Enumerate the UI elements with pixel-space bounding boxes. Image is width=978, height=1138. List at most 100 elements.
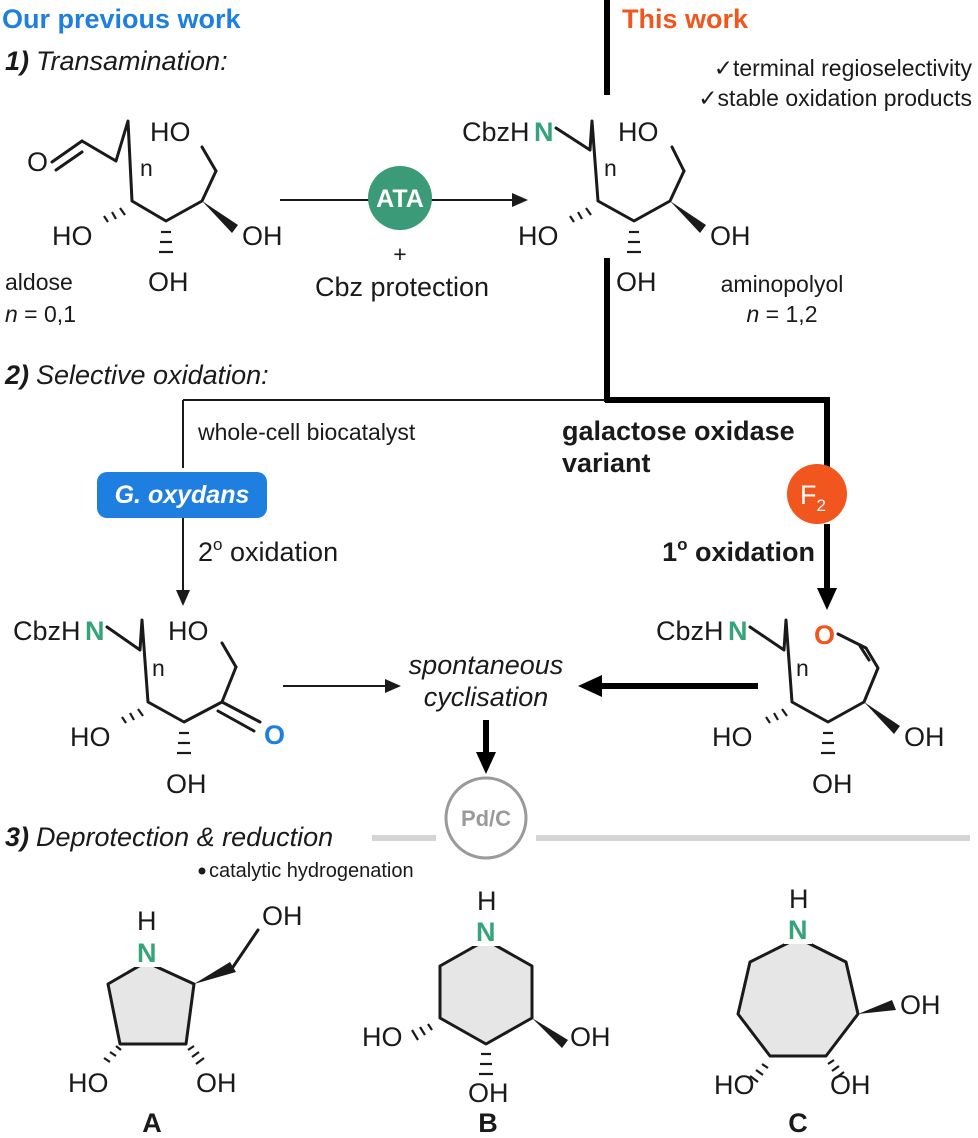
aminopolyol-cbzh: CbzH <box>462 117 530 147</box>
aldose-carbonyl-bond <box>50 139 84 164</box>
ketone-cbzh: CbzH <box>13 616 81 646</box>
aldose-oh-bottom: OH <box>148 267 189 297</box>
aminopolyol-hashed-bond-bottom <box>627 230 641 254</box>
product-b-wedge <box>532 1018 568 1048</box>
transamination-arrowhead <box>512 193 528 207</box>
step1-number: 1) <box>5 46 29 76</box>
benefit-stable-products: ✓stable oxidation products <box>698 85 972 111</box>
product-b-label: B <box>478 1108 498 1138</box>
product-a-ch2-bond <box>231 928 260 969</box>
goxydans-label: G. oxydans <box>115 481 250 509</box>
product-b-piperidine: H N HO OH OH <box>362 886 611 1108</box>
product-a-h: H <box>137 906 157 936</box>
product-a-label: A <box>142 1108 162 1138</box>
product-a-ring <box>106 960 196 1046</box>
cyclisation-down-arrowhead <box>476 752 496 774</box>
product-a-ho: HO <box>68 1068 109 1098</box>
ketone-oxygen: O <box>264 720 285 750</box>
product-c-ring <box>736 936 860 1058</box>
product-a-pyrrolidine: H N OH HO OH <box>68 901 303 1098</box>
product-c-wedge <box>858 1000 896 1014</box>
product-a-hash-right <box>187 1045 205 1065</box>
pdc-badge <box>444 776 528 860</box>
ketone-repeat-n: n <box>152 655 165 681</box>
aldose-structure: O n HO HO OH OH <box>27 117 283 297</box>
product-c-azepane: H N OH HO OH <box>714 884 941 1100</box>
product-b-ring <box>438 938 534 1046</box>
spontaneous-label: spontaneous <box>409 650 564 680</box>
ketone-nitrogen: N <box>85 616 105 646</box>
benefit-regioselectivity: ✓terminal regioselectivity <box>714 55 973 81</box>
aldehyde-hashed-bond-bottom <box>821 731 835 755</box>
aminopolyol-hashed-bond-left <box>569 207 592 223</box>
aldose-oh-right: OH <box>242 221 283 251</box>
aldehyde-oxygen: O <box>814 620 835 650</box>
f2-badge-label: F2 <box>800 480 826 515</box>
product-a-n: N <box>137 938 157 968</box>
product-c-ho: HO <box>714 1070 755 1100</box>
ketone-hashed-bond-left <box>121 708 144 724</box>
aldehyde-to-cyclisation-arrowhead <box>578 675 602 697</box>
product-a-hash-left <box>103 1045 122 1063</box>
product-c-hash-left <box>749 1063 769 1083</box>
aldehyde-ho-left: HO <box>712 722 753 752</box>
ketone-hashed-bond-bottom <box>177 731 191 755</box>
ketone-ho-left: HO <box>70 722 111 752</box>
aldehyde-repeat-n: n <box>796 655 809 681</box>
aminopolyol-ch2oh-bond <box>670 145 686 173</box>
ketone-ho-top: HO <box>168 616 209 646</box>
gox-label-line2: variant <box>562 448 651 478</box>
step3-note: catalytic hydrogenation <box>209 860 414 882</box>
step2-title: Selective oxidation: <box>36 360 269 390</box>
cbz-protection-label: Cbz protection <box>315 272 489 302</box>
aminopolyol-oh-right: OH <box>710 221 751 251</box>
aminopolyol-ho-top: HO <box>618 117 659 147</box>
aldose-repeat-n: n <box>140 155 153 181</box>
goxydans-badge <box>97 472 267 518</box>
product-b-n: N <box>476 917 496 947</box>
aldehyde-hashed-bond-left <box>765 708 788 724</box>
aminopolyol-wedge-bond <box>670 201 706 233</box>
secondary-ox-label: 2o oxidation <box>198 535 338 567</box>
step3-number: 3) <box>5 822 29 852</box>
reagent-plus: + <box>393 241 406 267</box>
aldehyde-chain <box>748 618 880 724</box>
aldose-label: aldose <box>5 269 73 295</box>
aminopolyol-n-range: n = 1,2 <box>747 301 818 327</box>
product-b-n-bg <box>472 914 500 946</box>
product-c-n-bg <box>784 912 812 944</box>
aminopolyol-repeat-n: n <box>604 155 617 181</box>
aminopolyol-label: aminopolyol <box>721 271 844 297</box>
aldose-carbonyl-double <box>54 150 84 172</box>
product-b-ho: HO <box>362 1022 403 1052</box>
product-b-oh-right: OH <box>570 1022 611 1052</box>
aldehyde-carbonyl-double <box>858 644 871 662</box>
aldose-ho-top: HO <box>150 117 191 147</box>
aldehyde-wedge-bond <box>864 702 900 734</box>
aldose-n-range: n = 0,1 <box>5 301 76 327</box>
ata-badge-label: ATA <box>376 185 424 213</box>
aminopolyol-oh-bottom: OH <box>616 267 657 297</box>
aldose-carbonyl-oxygen: O <box>27 147 48 177</box>
ketone-carbonyl-bond <box>220 700 262 724</box>
primary-ox-arrowhead <box>817 588 837 610</box>
this-work-heading: This work <box>622 4 749 34</box>
ata-badge <box>368 166 432 230</box>
gox-label-line1: galactose oxidase <box>562 416 795 446</box>
step2-number: 2) <box>4 360 29 390</box>
cyclisation-label: cyclisation <box>424 682 549 712</box>
aldehyde-nitrogen: N <box>728 616 748 646</box>
product-a-oh-top: OH <box>262 901 303 931</box>
step3-title: Deprotection & reduction <box>36 822 333 852</box>
product-a-n-bg <box>133 935 161 967</box>
ketone-ch2oh-bond <box>220 641 238 669</box>
product-c-oh-right: OH <box>900 990 941 1020</box>
product-a-wedge <box>194 962 236 984</box>
product-c-hash-right <box>827 1059 845 1079</box>
aldehyde-oh-right: OH <box>904 722 945 752</box>
ketone-oh-bottom: OH <box>166 769 207 799</box>
product-b-oh-bottom: OH <box>468 1078 509 1108</box>
product-c-oh-bottom: OH <box>830 1070 871 1100</box>
aldehyde-structure: CbzH N O n HO OH OH <box>656 616 945 799</box>
